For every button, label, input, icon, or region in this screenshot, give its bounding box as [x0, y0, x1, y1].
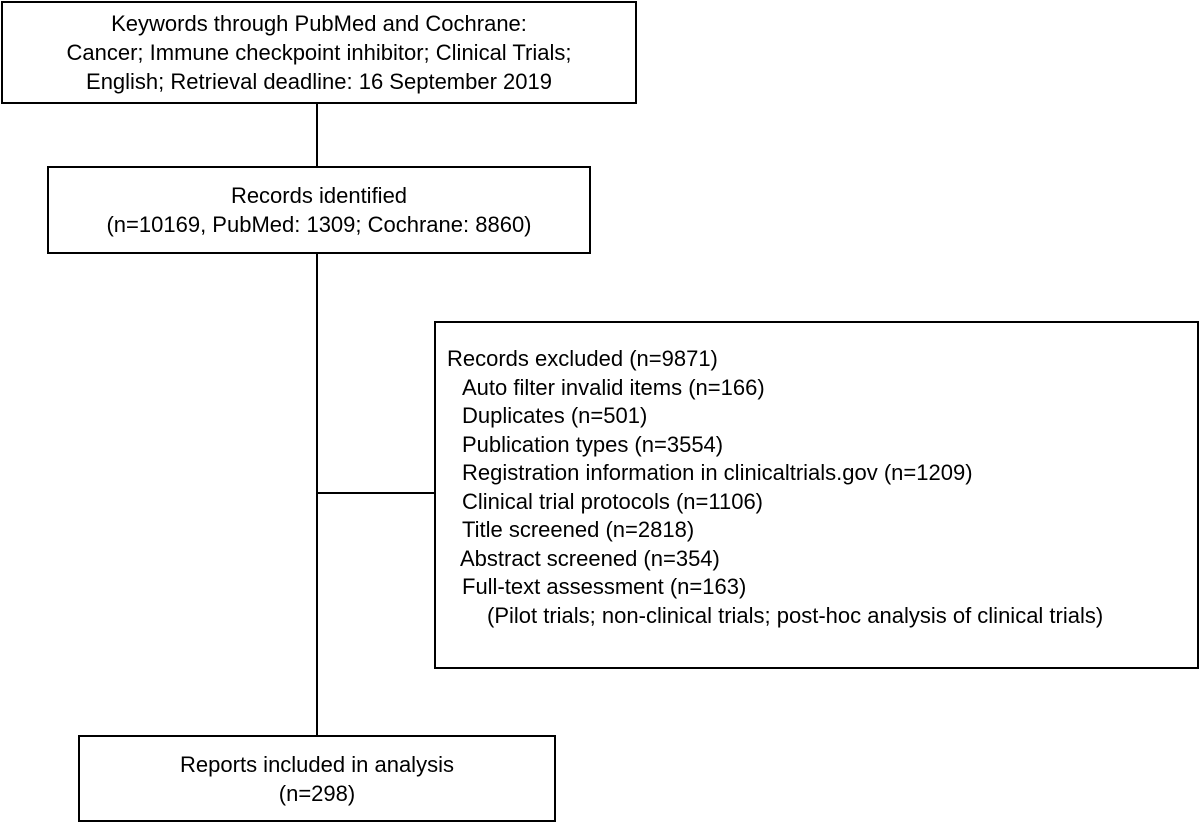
- excluded-item-abstract-screened: Abstract screened (n=354): [460, 545, 720, 571]
- connector-identified-to-included: [316, 254, 318, 735]
- records-excluded-box: Records excluded (n=9871) Auto filter in…: [434, 321, 1199, 669]
- keywords-line-2: Cancer; Immune checkpoint inhibitor; Cli…: [66, 40, 572, 65]
- excluded-item-full-text: Full-text assessment (n=163): [462, 574, 747, 599]
- excluded-item-auto-filter: Auto filter invalid items (n=166): [462, 374, 765, 400]
- excluded-title: Records excluded (n=9871): [447, 346, 718, 371]
- keywords-box: Keywords through PubMed and Cochrane: Ca…: [1, 1, 637, 104]
- identified-counts: (n=10169, PubMed: 1309; Cochrane: 8860): [106, 212, 532, 237]
- identified-title: Records identified: [230, 183, 408, 208]
- connector-to-excluded: [317, 492, 434, 494]
- connector-keywords-to-identified: [316, 104, 318, 166]
- keywords-line-3: English; Retrieval deadline: 16 Septembe…: [86, 69, 552, 94]
- excluded-item-registration: Registration information in clinicaltria…: [462, 460, 973, 485]
- included-title: Reports included in analysis: [180, 751, 454, 777]
- records-identified-box: Records identified (n=10169, PubMed: 130…: [47, 166, 591, 254]
- reports-included-box: Reports included in analysis (n=298): [78, 735, 556, 822]
- excluded-note: (Pilot trials; non-clinical trials; post…: [487, 602, 1104, 628]
- excluded-item-protocols: Clinical trial protocols (n=1106): [462, 488, 764, 514]
- included-count: (n=298): [278, 780, 356, 806]
- excluded-item-duplicates: Duplicates (n=501): [462, 403, 648, 428]
- excluded-item-title-screened: Title screened (n=2818): [462, 517, 695, 542]
- excluded-item-publication-types: Publication types (n=3554): [462, 431, 724, 457]
- keywords-line-1: Keywords through PubMed and Cochrane:: [111, 11, 527, 36]
